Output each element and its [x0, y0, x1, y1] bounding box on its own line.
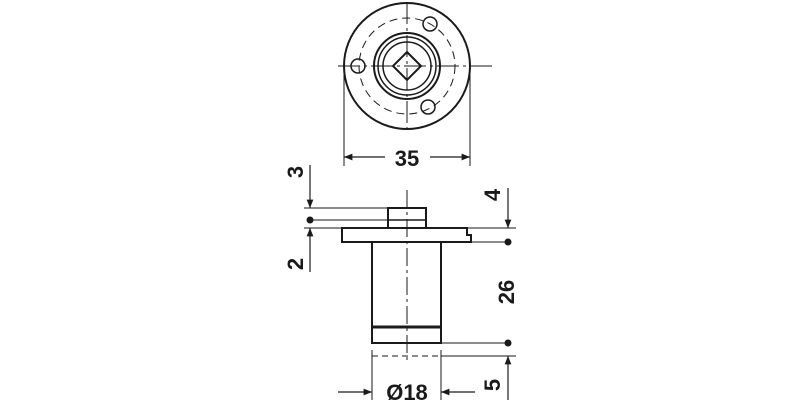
dim-2: 2	[283, 258, 308, 270]
top-view: 35	[338, 2, 495, 171]
screw-hole	[422, 16, 438, 32]
dim-35: 35	[395, 146, 419, 171]
screw-hole	[420, 99, 436, 115]
dim-26: 26	[494, 280, 519, 304]
side-view: 3 2 4 26 5 Ø18	[283, 165, 519, 400]
dim-4: 4	[480, 188, 505, 201]
dim-5: 5	[480, 379, 505, 391]
dim-diameter-18: Ø18	[386, 380, 428, 400]
dim-3: 3	[283, 166, 308, 178]
